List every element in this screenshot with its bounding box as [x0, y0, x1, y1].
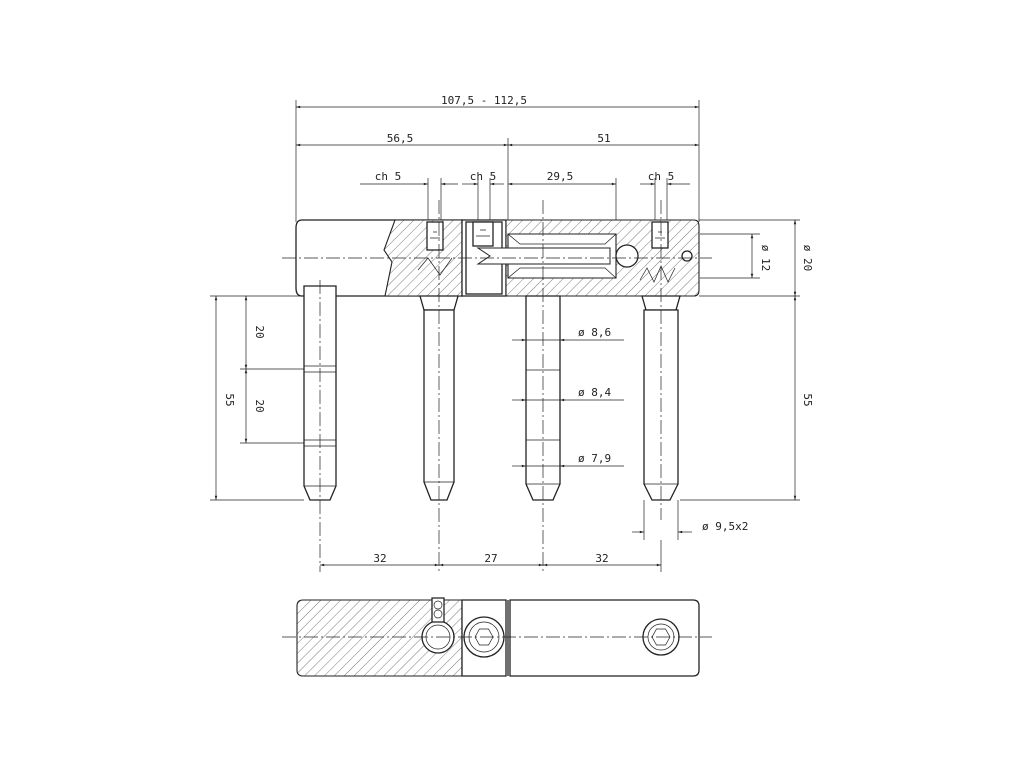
pin-spacing-3-dimension: 32	[542, 540, 662, 572]
bore-depth-label: 29,5	[547, 170, 574, 183]
right-length-dimension: 51	[507, 132, 700, 147]
pin-spacing-3-label: 32	[595, 552, 608, 565]
pin-length-right-dimension: 55	[680, 296, 814, 501]
pin-segment-lower-label: 20	[253, 399, 266, 412]
pin-spacing-1-label: 32	[373, 552, 386, 565]
left-length-label: 56,5	[387, 132, 414, 145]
pin-spacing-2-label: 27	[484, 552, 497, 565]
pin-diameter-right-callout: ø 9,5x2	[632, 500, 748, 540]
pin-diameter-2-label: ø 8,4	[578, 386, 611, 399]
bore-diameter-label: ø 12	[759, 245, 772, 272]
pin-length-left-label: 55	[223, 393, 236, 406]
overall-length-dimension: 107,5 - 112,5	[295, 94, 700, 222]
hinge-bottom-view	[296, 597, 700, 677]
chamfer-center-dimension: ch 5	[462, 170, 504, 222]
pin-length-left-dimension: 55	[210, 295, 304, 501]
pin-segment-upper-dimension: 20	[240, 296, 304, 444]
pin-diameter-1-label: ø 8,6	[578, 326, 611, 339]
pin-diameter-3-callout: ø 7,9	[512, 452, 624, 468]
body-diameter-label: ø 20	[801, 245, 814, 272]
chamfer-left-dimension: ch 5	[360, 170, 458, 222]
chamfer-right-dimension: ch 5	[640, 170, 690, 222]
pin-diameter-1-callout: ø 8,6	[512, 326, 624, 342]
pin-length-right-label: 55	[801, 393, 814, 406]
bore-diameter-dimension: ø 12	[700, 233, 772, 279]
right-length-label: 51	[597, 132, 610, 145]
pin-diameter-2-callout: ø 8,4	[512, 386, 624, 402]
overall-length-label: 107,5 - 112,5	[441, 94, 527, 107]
pin-segment-upper-label: 20	[253, 325, 266, 338]
chamfer-left-label: ch 5	[375, 170, 402, 183]
pin-spacing-1-dimension: 32	[320, 552, 439, 567]
pin-spacing-2-dimension: 27	[439, 552, 544, 567]
body-diameter-dimension: ø 20	[699, 219, 814, 297]
pin-segment-lower-dimension: 20	[244, 369, 266, 443]
pin-diameter-3-label: ø 7,9	[578, 452, 611, 465]
pin-diameter-right-label: ø 9,5x2	[702, 520, 748, 533]
left-length-dimension: 56,5	[296, 132, 509, 222]
chamfer-center-label: ch 5	[470, 170, 497, 183]
chamfer-right-label: ch 5	[648, 170, 675, 183]
